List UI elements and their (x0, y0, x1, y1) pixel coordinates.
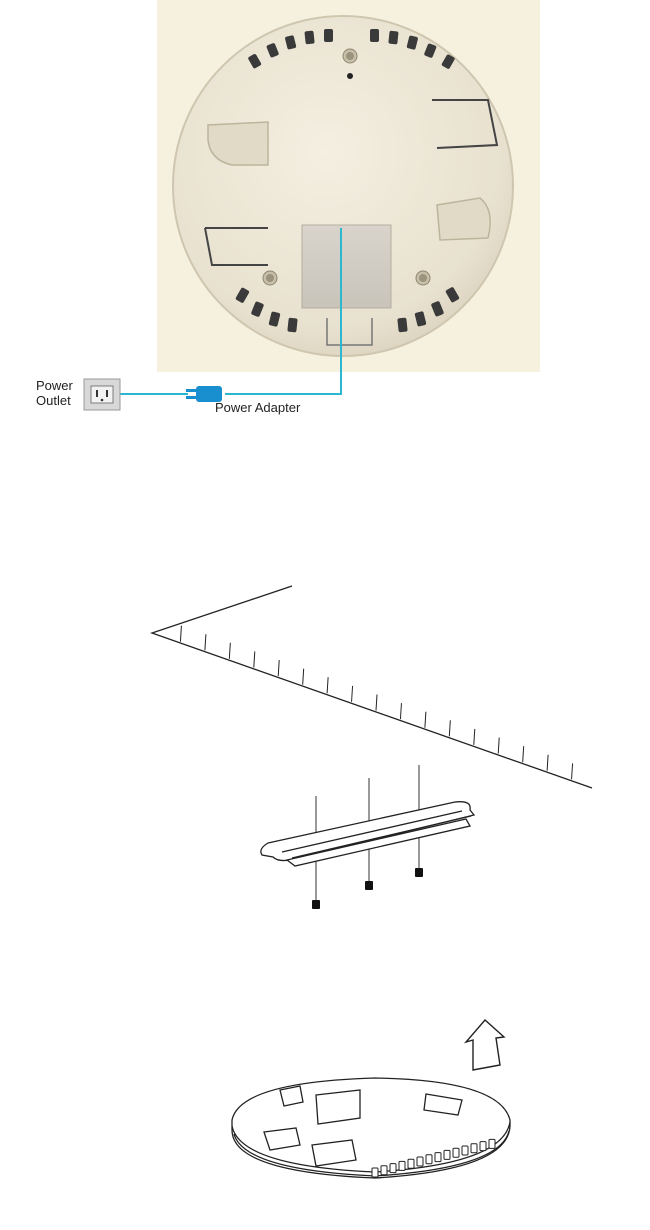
bottom-left-screw-icon (263, 271, 277, 285)
power-outlet-label: Power Outlet (36, 378, 73, 408)
power-recess (302, 225, 391, 308)
bottom-right-screw-icon (416, 271, 430, 285)
hatch-mark (180, 626, 181, 642)
device-back-view (0, 0, 650, 420)
vent-slot (390, 1164, 396, 1173)
hatch-mark (474, 729, 475, 745)
vent-slot (435, 1153, 441, 1162)
vent-slot (381, 1166, 387, 1175)
hatch-mark (278, 660, 279, 676)
vent-slot (372, 1168, 378, 1177)
device-mount-diagram (0, 1010, 650, 1230)
hatch-mark (498, 738, 499, 754)
vent-slot (471, 1144, 477, 1153)
screw-icon (312, 868, 423, 909)
hatch-mark (449, 720, 450, 736)
hatch-mark (425, 712, 426, 728)
up-arrow-icon (466, 1020, 504, 1070)
reset-hole (347, 73, 353, 79)
ceiling-mount-diagram (0, 570, 650, 930)
hatch-mark (572, 763, 573, 779)
hatch-mark (547, 755, 548, 771)
top-screw-icon (343, 49, 357, 63)
hatch-mark (303, 669, 304, 685)
hatch-mark (352, 686, 353, 702)
hatch-mark (400, 703, 401, 719)
vent-slot (399, 1161, 405, 1170)
ceiling-hatch-marks (180, 626, 572, 780)
vent-slot (489, 1139, 495, 1148)
vent-slot (444, 1150, 450, 1159)
power-outlet-icon (84, 379, 120, 410)
hatch-mark (376, 695, 377, 711)
hatch-mark (327, 677, 328, 693)
hatch-mark (205, 634, 206, 650)
vent-slot (462, 1146, 468, 1155)
vent-slot (408, 1159, 414, 1168)
power-adapter-label: Power Adapter (215, 400, 300, 415)
power-outlet-label-line2: Outlet (36, 393, 73, 408)
access-point-base (232, 1078, 510, 1178)
mounting-bracket (261, 802, 474, 866)
power-outlet-label-line1: Power (36, 378, 73, 393)
vent-slot (426, 1155, 432, 1164)
right-lower-hook (437, 198, 490, 240)
vent-slot (453, 1148, 459, 1157)
left-upper-hook (208, 122, 268, 165)
ceiling-surface (152, 586, 592, 788)
hatch-mark (523, 746, 524, 762)
vent-slot (417, 1157, 423, 1166)
hatch-mark (229, 643, 230, 659)
hatch-mark (254, 651, 255, 667)
vent-slot (480, 1142, 486, 1151)
